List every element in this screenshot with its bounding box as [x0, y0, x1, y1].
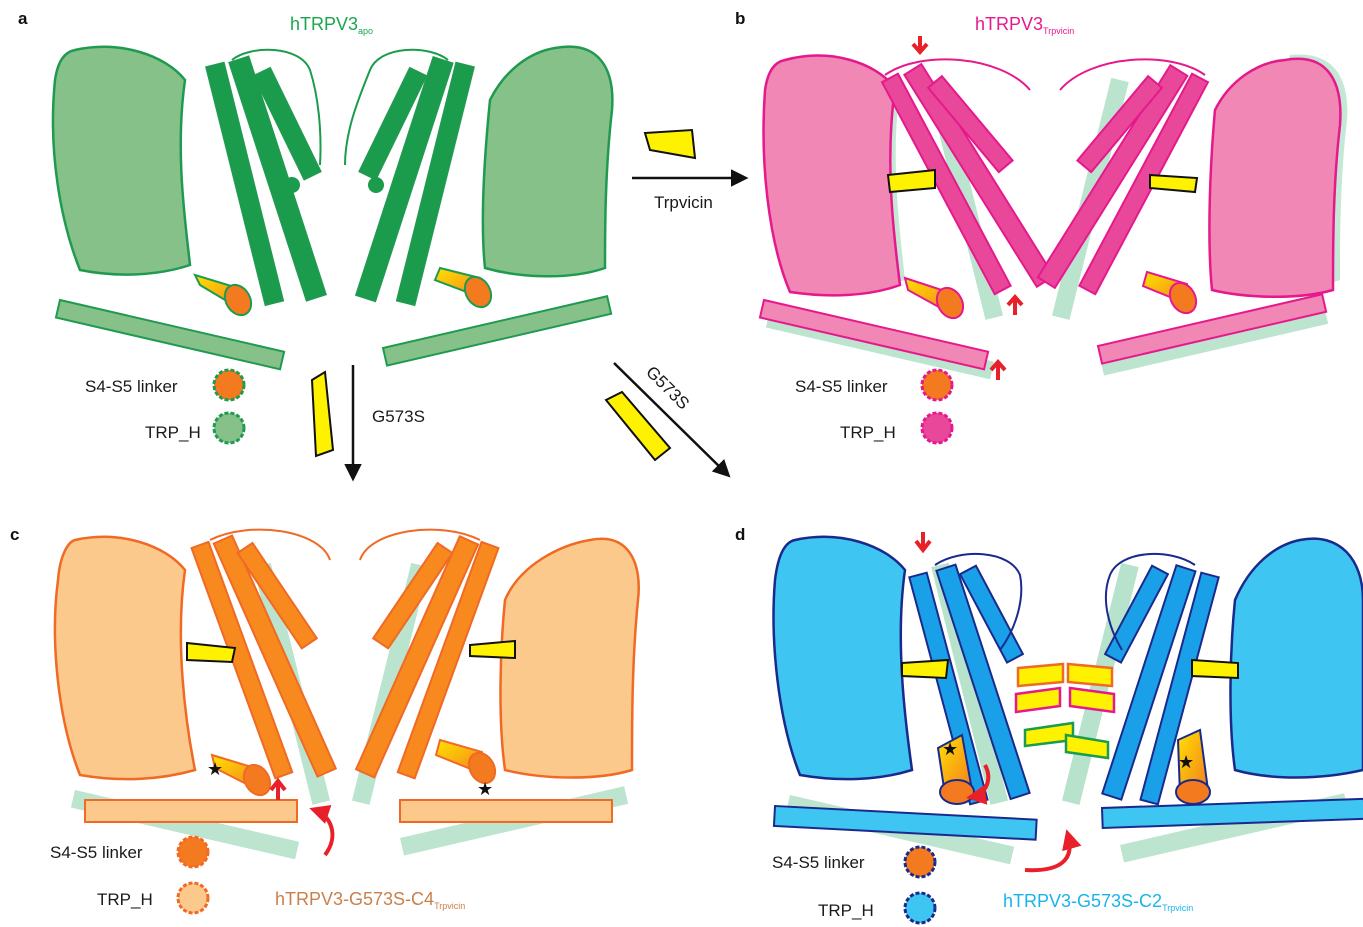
linker-cone-right-a: [435, 268, 496, 312]
linker-cone-right-b: [1143, 272, 1201, 318]
vsld-right-d: [1230, 539, 1363, 778]
panel-c: c ★ ★: [10, 525, 639, 913]
ligand-icon-trpvicin: [645, 130, 695, 158]
selectivity-bump-right-a: [368, 177, 384, 193]
trp-helix-right-a: [383, 296, 611, 365]
vsld-right-c: [500, 539, 638, 778]
linker-cone-left-a: [195, 275, 256, 320]
trp-helix-right-c: [400, 800, 612, 822]
trpvicin-ligand-left-b: [888, 170, 935, 192]
panel-b: b hTRPV3Trpvicin: [735, 9, 1347, 443]
linker-cone-right-c: ★: [436, 740, 500, 800]
trp-label-b: TRP_H: [840, 423, 896, 442]
pore-helices-right-c: [356, 536, 498, 778]
linker-gear-a: [214, 370, 244, 400]
vsld-left-d: [774, 537, 912, 779]
star-icon-right-d: ★: [1178, 752, 1194, 773]
trp-gear-b: [922, 413, 952, 443]
trp-label-a: TRP_H: [145, 423, 201, 442]
trp-gear-c: [178, 883, 208, 913]
vsld-left-c: [55, 537, 195, 779]
pore-helices-left-a: [206, 57, 325, 305]
ligand-icon-g573s-diag: [606, 392, 670, 460]
star-icon-left-d: ★: [942, 739, 958, 760]
arrow-label-g573s-down: G573S: [372, 407, 425, 426]
vsld-right-b: [1209, 59, 1340, 297]
star-icon-right-c: ★: [477, 779, 493, 800]
trp-gear-d: [905, 893, 935, 923]
linker-label-d: S4-S5 linker: [772, 853, 865, 872]
panel-letter-b: b: [735, 9, 745, 28]
trp-helix-left-c: [85, 800, 297, 822]
central-ligand-stack-d: [1016, 664, 1114, 758]
panel-b-title: hTRPV3Trpvicin: [975, 14, 1074, 36]
panel-a-title: hTRPV3apo: [290, 14, 373, 36]
vsld-left-b: [764, 56, 900, 296]
star-icon-left-c: ★: [207, 759, 223, 780]
linker-label-b: S4-S5 linker: [795, 377, 888, 396]
linker-label-a: S4-S5 linker: [85, 377, 178, 396]
red-arrow-up-c: [271, 781, 285, 800]
panel-d: d: [735, 525, 1363, 923]
trpvicin-ligand-right-c: [470, 641, 515, 658]
trp-label-c: TRP_H: [97, 890, 153, 909]
linker-cone-left-c: ★: [207, 755, 275, 800]
red-curved-arrow-c: [315, 810, 332, 855]
arrow-label-g573s-diag: G573S: [642, 362, 693, 413]
trp-label-d: TRP_H: [818, 901, 874, 920]
panel-c-title: hTRPV3-G573S-C4Trpvicin: [275, 889, 465, 911]
trp-helix-right-d: [1102, 799, 1363, 828]
vsld-right-a: [483, 47, 612, 277]
linker-label-c: S4-S5 linker: [50, 843, 143, 862]
arrow-label-trpvicin: Trpvicin: [654, 193, 713, 212]
trpvicin-ligand-right-b: [1150, 175, 1197, 192]
trp-gear-a: [214, 413, 244, 443]
linker-gear-c: [178, 837, 208, 867]
trpvicin-ligand-right-d: [1192, 660, 1238, 678]
panel-letter-a: a: [18, 9, 28, 28]
panel-letter-c: c: [10, 525, 19, 544]
vsld-left-a: [53, 47, 190, 275]
trpvicin-ligand-left-d: [902, 660, 948, 678]
panel-d-title: hTRPV3-G573S-C2Trpvicin: [1003, 891, 1193, 913]
red-arrow-down-d: [916, 532, 930, 550]
linker-cone-right-d: ★: [1176, 730, 1210, 804]
red-arrow-up-b2: [991, 362, 1005, 380]
selectivity-bump-left-a: [284, 177, 300, 193]
panel-letter-d: d: [735, 525, 745, 544]
red-arrow-up-b1: [1008, 297, 1022, 315]
ligand-icon-g573s-down: [312, 372, 333, 456]
linker-gear-b: [922, 370, 952, 400]
red-arrow-down-b: [913, 36, 927, 52]
linker-cone-left-b: [905, 278, 968, 323]
linker-gear-d: [905, 847, 935, 877]
